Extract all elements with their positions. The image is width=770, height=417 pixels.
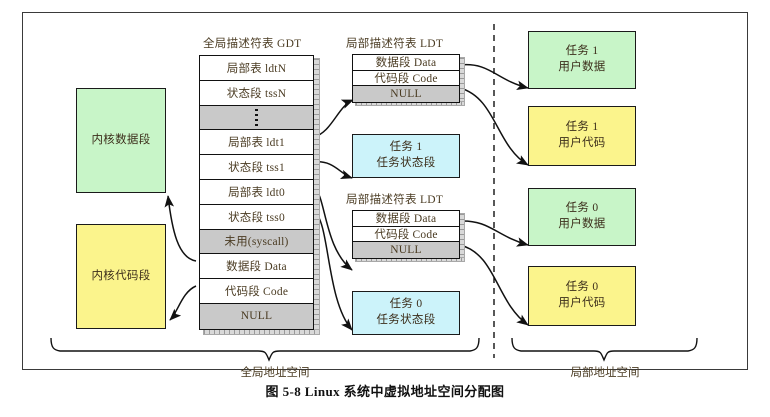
gdt-title: 全局描述符表 GDT [203,38,302,50]
task1-user-data-line1: 任务 1 [565,45,599,58]
table-row-label: 代码段 Code [374,72,438,85]
task0-user-data-line1: 任务 0 [565,202,599,215]
task0-tss-box: 任务 0 任务状态段 [352,291,460,335]
task0-user-data-line2: 用户数据 [558,218,606,230]
table-row-label: 状态段 tss0 [228,211,285,224]
table-row: 数据段 Data [353,55,459,71]
table-row-label: 状态段 tssN [226,87,287,100]
table-row: 状态段 tssN [200,80,313,106]
table-row-label: 代码段 Code [374,228,438,241]
table-row-label: NULL [390,87,422,100]
task0-user-data-box: 任务 0 用户数据 [528,188,636,246]
kernel-data-segment: 内核数据段 [76,88,166,193]
local-address-space-label: 局部地址空间 [570,367,640,379]
table-row-label: 代码段 Code [224,286,289,299]
kernel-data-segment-label: 内核数据段 [91,133,151,146]
table-row: NULL [200,303,313,329]
table-row-label: 状态段 tss1 [228,162,285,175]
task1-user-code-line2: 用户代码 [558,137,606,149]
table-row-label: 局部表 ldt0 [228,186,285,199]
table-row-label: 局部表 ldtN [226,62,287,75]
table-row: NULL [353,86,459,102]
gdt-table: 局部表 ldtN 状态段 tssN 局部表 ldt1 状态段 tss1 局部表 ldt0… [199,55,314,330]
table-row: 局部表 ldt1 [200,130,313,156]
task0-user-code-line2: 用户代码 [558,297,606,309]
task1-tss-line2: 任务状态段 [376,157,436,169]
table-row: 数据段 Data [353,211,459,227]
global-address-space-label: 全局地址空间 [240,367,310,379]
task0-user-code-line1: 任务 0 [565,281,599,294]
table-row: NULL [353,242,459,258]
table-row-label: NULL [240,310,273,323]
task1-user-code-line1: 任务 1 [565,121,599,134]
task1-tss-line1: 任务 1 [389,141,423,154]
table-row: 状态段 tss1 [200,155,313,180]
table-row: 局部表 ldtN [200,56,313,81]
table-row-label: 数据段 Data [375,57,437,70]
table-row-label: 局部表 ldt1 [228,137,285,150]
table-row: 数据段 Data [200,254,313,280]
ldt1-title: 局部描述符表 LDT [346,38,444,50]
kernel-code-segment: 内核代码段 [76,224,166,329]
table-row: 局部表 ldt0 [200,179,313,205]
figure-caption: 图 5-8 Linux 系统中虚拟地址空间分配图 [265,384,505,399]
task1-user-data-box: 任务 1 用户数据 [528,31,636,89]
gdt-edge-strip-bottom [203,329,320,335]
task0-tss-line1: 任务 0 [389,298,423,311]
table-row: 代码段 Code [353,226,459,243]
ldt0-title: 局部描述符表 LDT [346,194,444,206]
table-row-label: NULL [390,243,422,256]
table-row: 代码段 Code [353,70,459,87]
table-row: 代码段 Code [200,279,313,304]
task0-tss-line2: 任务状态段 [376,314,436,326]
task0-user-code-box: 任务 0 用户代码 [528,266,636,326]
table-row [200,105,313,131]
table-row-label: 数据段 Data [375,213,437,226]
kernel-code-segment-label: 内核代码段 [91,269,151,282]
table-row-label: 未用(syscall) [224,236,289,249]
table-row: 未用(syscall) [200,229,313,255]
task1-user-data-line2: 用户数据 [558,61,606,73]
task1-user-code-box: 任务 1 用户代码 [528,106,636,166]
task1-tss-box: 任务 1 任务状态段 [352,134,460,178]
table-row-label: 数据段 Data [226,261,287,274]
table-row: 状态段 tss0 [200,204,313,230]
vertical-ellipsis-icon [255,108,258,127]
